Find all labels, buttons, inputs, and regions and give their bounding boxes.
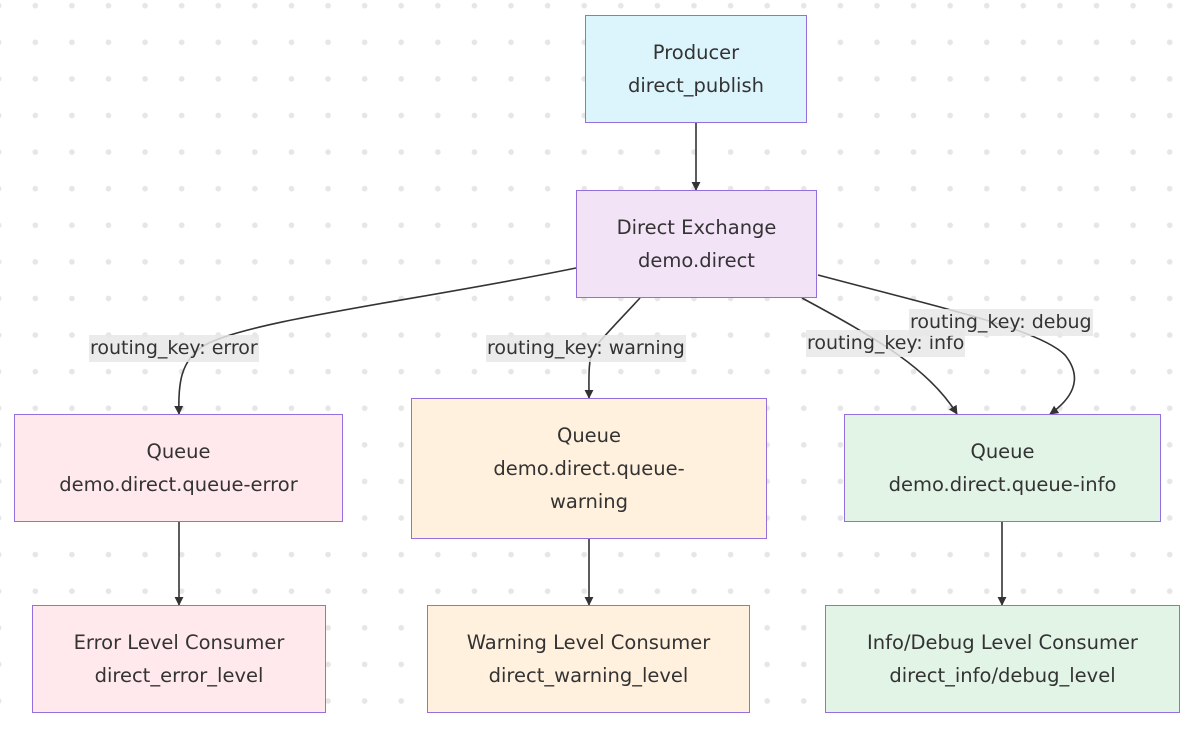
node-subtitle: direct_info/debug_level xyxy=(889,664,1116,687)
node-title: Queue xyxy=(146,440,211,463)
edge-label-error: routing_key: error xyxy=(89,335,259,362)
node-title: Warning Level Consumer xyxy=(466,631,711,654)
queue-error-node: Queue demo.direct.queue-error xyxy=(14,414,343,522)
node-subtitle: demo.direct.queue-error xyxy=(59,473,298,496)
direct-exchange-node: Direct Exchange demo.direct xyxy=(576,190,817,298)
node-subtitle-continued: warning xyxy=(549,490,629,513)
edge-label-debug: routing_key: debug xyxy=(909,309,1093,336)
node-subtitle: direct_publish xyxy=(628,74,764,97)
edge-exchange-queue-error xyxy=(174,267,577,415)
node-subtitle: demo.direct.queue-info xyxy=(888,473,1117,496)
error-consumer-node: Error Level Consumer direct_error_level xyxy=(32,605,326,713)
node-title: Direct Exchange xyxy=(616,216,777,239)
node-title: Error Level Consumer xyxy=(73,631,285,654)
warning-consumer-node: Warning Level Consumer direct_warning_le… xyxy=(427,605,750,713)
node-subtitle: direct_warning_level xyxy=(488,664,689,687)
node-title: Info/Debug Level Consumer xyxy=(867,631,1138,654)
node-title: Queue xyxy=(970,440,1035,463)
edge-exchange-queue-info-debug xyxy=(817,274,1076,415)
node-title: Producer xyxy=(652,41,740,64)
node-subtitle: direct_error_level xyxy=(94,664,264,687)
info-debug-consumer-node: Info/Debug Level Consumer direct_info/de… xyxy=(825,605,1180,713)
node-subtitle: demo.direct xyxy=(638,249,755,272)
node-title: Queue xyxy=(556,424,622,447)
edge-label-warning: routing_key: warning xyxy=(486,335,686,362)
queue-warning-node: Queue demo.direct.queue- warning xyxy=(411,398,767,539)
node-subtitle: demo.direct.queue- xyxy=(493,457,685,480)
producer-node: Producer direct_publish xyxy=(585,15,807,123)
queue-info-node: Queue demo.direct.queue-info xyxy=(844,414,1161,522)
